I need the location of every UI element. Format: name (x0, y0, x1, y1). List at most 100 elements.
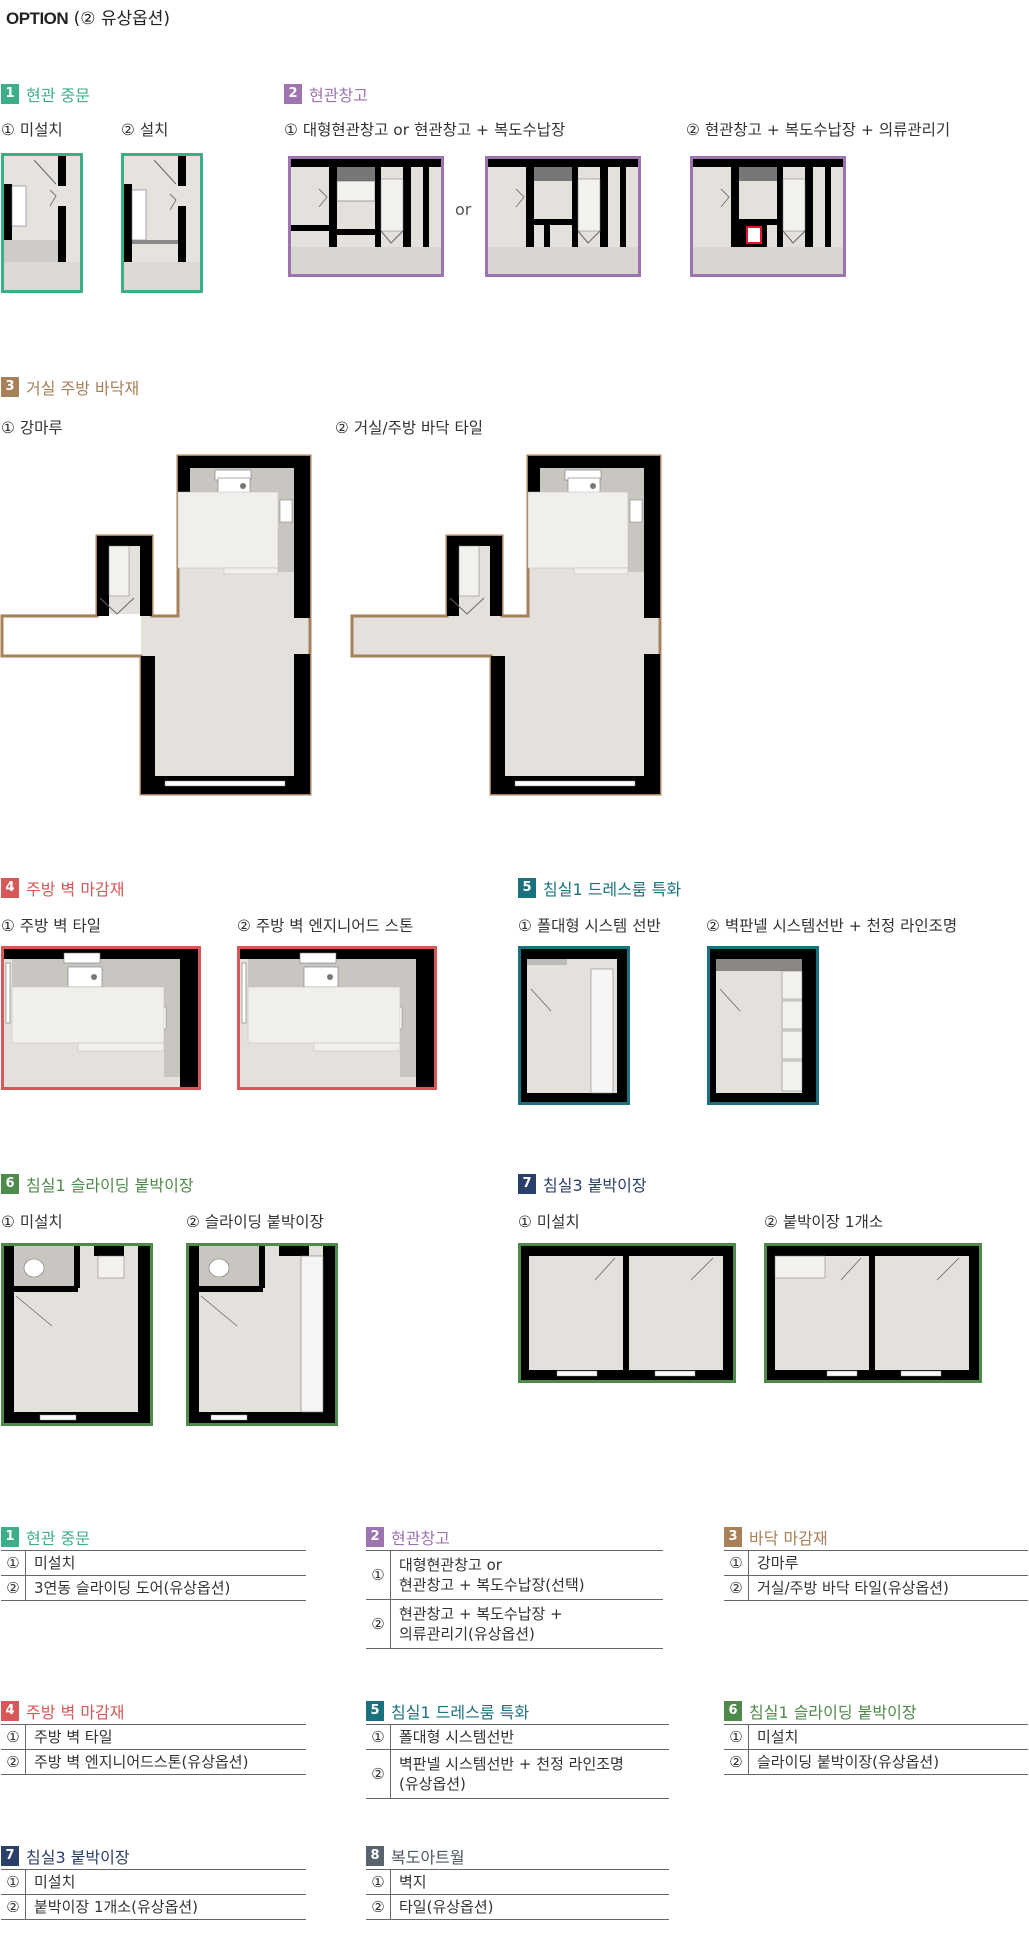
table-title: 주방 벽 마감재 (26, 1703, 125, 1722)
table-row: ① 벽지 (366, 1869, 669, 1894)
table-row: ① 대형현관창고 or 현관창고 + 복도수납장(선택) (366, 1550, 663, 1599)
table-row: ① 폴대형 시스템선반 (366, 1724, 669, 1749)
section-6-header: 6 침실1 슬라이딩 붙박이장 (1, 1172, 194, 1196)
table-row: ① 강마루 (724, 1550, 1028, 1575)
floorplan-bedroom1-sliding (186, 1243, 338, 1426)
section-4-header: 4 주방 벽 마감재 (1, 876, 125, 900)
summary-table-2: 2 현관창고 ① 대형현관창고 or 현관창고 + 복도수납장(선택) ② 현관… (366, 1524, 663, 1649)
table-number: 7 (1, 1846, 19, 1866)
floorplan-drawing (291, 159, 441, 274)
option-label: ① 주방 벽 타일 (1, 917, 101, 935)
table-title: 복도아트월 (391, 1848, 465, 1867)
floorplan-drawing (521, 949, 627, 1102)
table-row: ② 슬라이딩 붙박이장(유상옵션) (724, 1749, 1028, 1775)
floorplan-storage-clothes-care (690, 156, 846, 277)
table-number: 8 (366, 1846, 384, 1866)
section-2-header: 2 현관창고 (284, 82, 368, 106)
table-title: 침실1 슬라이딩 붙박이장 (749, 1703, 917, 1722)
option-label: ① 폴대형 시스템 선반 (518, 917, 661, 935)
floorplan-drawing (350, 454, 662, 796)
table-header: 8 복도아트월 (366, 1843, 669, 1869)
table-header: 3 바닥 마감재 (724, 1524, 1028, 1550)
floorplan-entrance-installed (121, 153, 203, 293)
section-number: 2 (284, 84, 302, 104)
section-7-header: 7 침실3 붙박이장 (518, 1172, 647, 1196)
row-text: 타일(유상옵션) (399, 1898, 494, 1916)
floorplan-drawing (4, 1246, 150, 1423)
table-number: 6 (724, 1701, 742, 1721)
option-label: ① 대형현관창고 or 현관창고 + 복도수납장 (284, 121, 566, 139)
floorplan-drawing (124, 156, 200, 290)
section-title: 주방 벽 마감재 (26, 880, 125, 899)
row-text: 벽지 (399, 1873, 427, 1891)
row-number: ① (724, 1725, 749, 1749)
floorplan-drawing (189, 1246, 335, 1423)
floorplan-storage-hallway (485, 156, 641, 277)
section-1-header: 1 현관 중문 (1, 82, 90, 106)
table-header: 7 침실3 붙박이장 (1, 1843, 306, 1869)
section-title: 거실 주방 바닥재 (26, 379, 140, 398)
row-text: 벽판넬 시스템선반 + 천정 라인조명 (유상옵션) (391, 1750, 632, 1798)
table-number: 3 (724, 1527, 742, 1547)
floorplan-dressroom-panel (707, 946, 819, 1105)
floorplan-drawing (488, 159, 638, 274)
floorplan-drawing (4, 156, 80, 290)
table-row: ② 붙박이장 1개소(유상옵션) (1, 1894, 306, 1920)
page-title-suffix: (② 유상옵션) (73, 9, 171, 29)
section-title: 침실1 슬라이딩 붙박이장 (26, 1176, 194, 1195)
option-label: ② 거실/주방 바닥 타일 (335, 419, 483, 437)
table-row: ② 현관창고 + 복도수납장 + 의류관리기(유상옵션) (366, 1599, 663, 1649)
option-label: ① 미설치 (1, 1213, 63, 1231)
row-text-line: 현관창고 + 복도수납장(선택) (399, 1576, 585, 1594)
table-header: 1 현관 중문 (1, 1524, 306, 1550)
floorplan-drawing (4, 949, 198, 1087)
floorplan-bedroom3-closet (764, 1243, 982, 1383)
floorplan-bedroom3-none (518, 1243, 736, 1383)
option-label: ② 현관창고 + 복도수납장 + 의류관리기 (686, 121, 951, 139)
row-number: ① (366, 1725, 391, 1749)
option-label: ② 붙박이장 1개소 (764, 1213, 884, 1231)
row-text: 미설치 (34, 1873, 76, 1891)
table-row: ② 주방 벽 엔지니어드스톤(유상옵션) (1, 1749, 306, 1775)
row-text-line: (유상옵션) (399, 1775, 466, 1793)
row-number: ② (366, 1600, 391, 1648)
row-number: ② (724, 1750, 749, 1774)
table-number: 4 (1, 1701, 19, 1721)
row-number: ② (1, 1895, 26, 1919)
summary-table-7: 7 침실3 붙박이장 ① 미설치 ② 붙박이장 1개소(유상옵션) (1, 1843, 306, 1920)
table-row: ① 미설치 (724, 1724, 1028, 1749)
row-text: 주방 벽 타일 (34, 1728, 113, 1746)
table-row: ② 거실/주방 바닥 타일(유상옵션) (724, 1575, 1028, 1601)
floorplan-kitchen-tile (1, 946, 201, 1090)
floorplan-living-kitchen-tile (350, 454, 662, 796)
row-number: ① (1, 1551, 26, 1575)
section-title: 침실1 드레스룸 특화 (543, 880, 682, 899)
or-separator: or (455, 200, 472, 219)
floorplan-bedroom1-none (1, 1243, 153, 1426)
summary-table-1: 1 현관 중문 ① 미설치 ② 3연동 슬라이딩 도어(유상옵션) (1, 1524, 306, 1601)
option-label: ② 벽판넬 시스템선반 + 천정 라인조명 (706, 917, 958, 935)
floorplan-kitchen-stone (237, 946, 437, 1090)
row-text-line: 대형현관창고 or (399, 1556, 502, 1574)
table-row: ② 3연동 슬라이딩 도어(유상옵션) (1, 1575, 306, 1601)
floorplan-drawing (0, 454, 312, 796)
summary-table-8: 8 복도아트월 ① 벽지 ② 타일(유상옵션) (366, 1843, 669, 1920)
row-text: 현관창고 + 복도수납장 + 의류관리기(유상옵션) (391, 1600, 571, 1648)
row-number: ① (366, 1551, 391, 1599)
table-title: 현관창고 (391, 1529, 450, 1548)
row-text: 슬라이딩 붙박이장(유상옵션) (757, 1753, 940, 1771)
table-header: 5 침실1 드레스룸 특화 (366, 1698, 669, 1724)
row-number: ② (366, 1750, 391, 1798)
page-title: OPTION (② 유상옵션) (6, 9, 171, 29)
table-row: ② 벽판넬 시스템선반 + 천정 라인조명 (유상옵션) (366, 1749, 669, 1799)
floorplan-drawing (521, 1246, 733, 1380)
option-label: ② 설치 (121, 121, 169, 139)
summary-table-4: 4 주방 벽 마감재 ① 주방 벽 타일 ② 주방 벽 엔지니어드스톤(유상옵션… (1, 1698, 306, 1775)
table-title: 침실3 붙박이장 (26, 1848, 130, 1867)
row-text: 미설치 (757, 1728, 799, 1746)
row-text-line: 현관창고 + 복도수납장 + (399, 1605, 563, 1623)
option-label: ② 슬라이딩 붙박이장 (186, 1213, 324, 1231)
floorplan-drawing (710, 949, 816, 1102)
row-text: 주방 벽 엔지니어드스톤(유상옵션) (34, 1753, 249, 1771)
table-row: ① 미설치 (1, 1869, 306, 1894)
